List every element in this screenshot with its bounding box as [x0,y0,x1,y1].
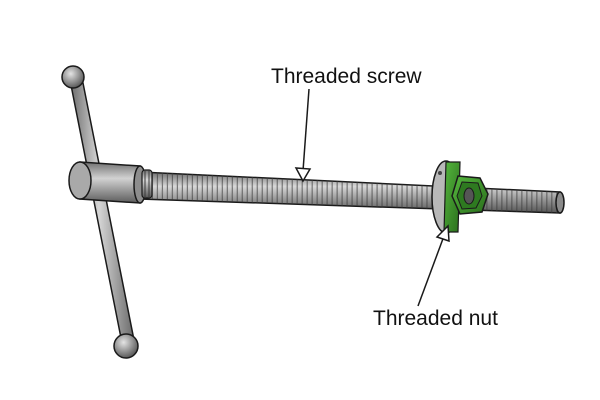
screw-hub [68,161,153,204]
threaded-nut [431,160,489,234]
nut-pointer-arrow [417,224,450,307]
threaded-screw [139,171,565,214]
handle-end-ball-top [61,65,85,89]
threaded-nut-label: Threaded nut [373,307,498,330]
screw-pointer-arrow [294,88,312,183]
handle-end-ball-bottom [113,333,139,359]
t-handle [61,65,139,359]
threaded-screw-label: Threaded screw [271,65,422,88]
